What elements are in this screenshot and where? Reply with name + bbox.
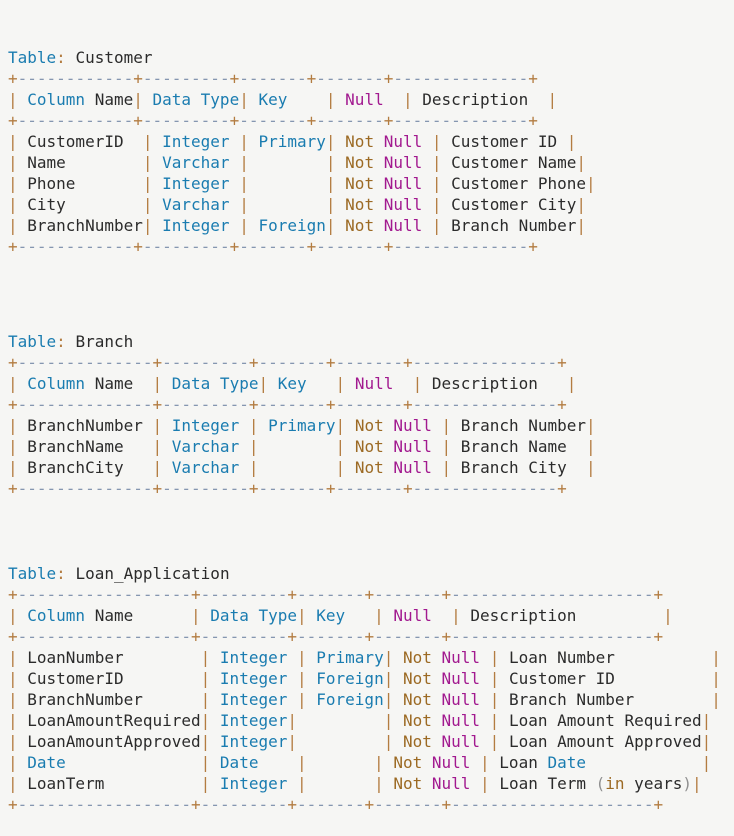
ascii-table-branch: Table: Branch +--------------+---------+… — [8, 332, 596, 498]
ascii-table-loan-application: Table: Loan_Application +---------------… — [8, 564, 721, 814]
terminal-output: Table: Customer +------------+---------+… — [8, 48, 721, 814]
ascii-table-customer: Table: Customer +------------+---------+… — [8, 48, 596, 256]
